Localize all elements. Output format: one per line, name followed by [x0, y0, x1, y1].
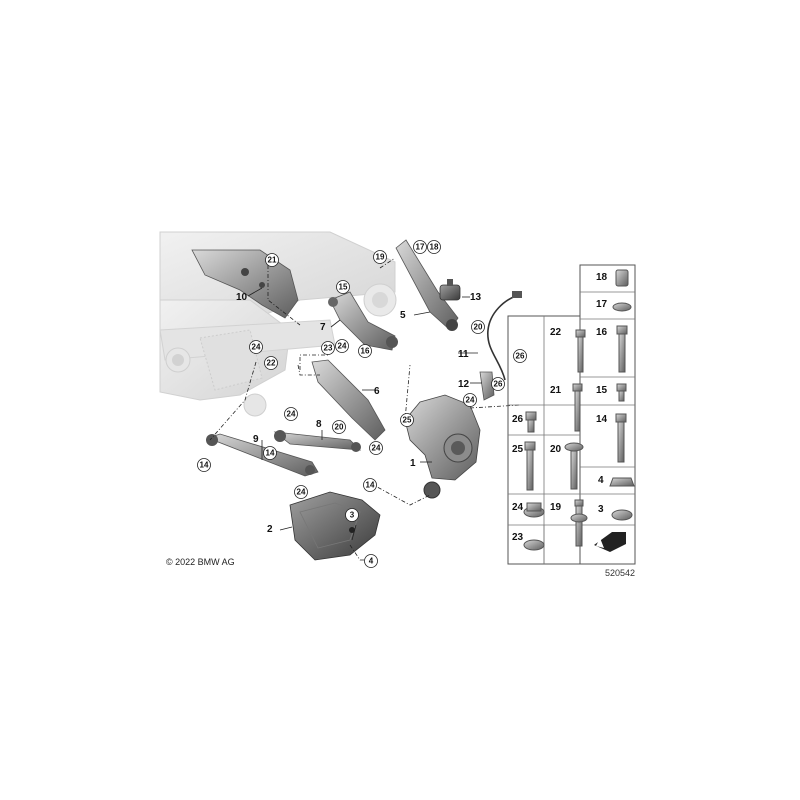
grid-label-25: 25: [512, 444, 524, 455]
callout-20: 20: [471, 320, 485, 334]
arm-part-16: [328, 291, 398, 351]
bracket-part-12: [479, 371, 495, 401]
copyright-text: © 2022 BMW AG: [166, 557, 235, 567]
svg-text:26: 26: [516, 352, 525, 361]
svg-text:24: 24: [466, 396, 475, 405]
callout-23: 23: [321, 341, 335, 355]
svg-text:24: 24: [297, 488, 306, 497]
callout-10: 10: [236, 292, 248, 303]
grid-label-20: 20: [550, 444, 562, 455]
callout-24: 24: [284, 407, 298, 421]
svg-text:19: 19: [376, 253, 385, 262]
callout-24: 24: [463, 393, 477, 407]
arm-part-6: [311, 359, 386, 441]
callout-17: 17: [413, 240, 427, 254]
callout-14: 14: [363, 478, 377, 492]
grid-label-15: 15: [596, 385, 608, 396]
callout-1: 1: [410, 458, 416, 469]
callout-24: 24: [294, 485, 308, 499]
svg-text:22: 22: [267, 359, 276, 368]
svg-text:24: 24: [372, 444, 381, 453]
callout-26: 26: [513, 349, 527, 363]
callout-9: 9: [253, 434, 259, 445]
svg-text:16: 16: [361, 347, 370, 356]
grid-label-14: 14: [596, 414, 608, 425]
svg-text:3: 3: [350, 511, 355, 520]
diagram-number: 520542: [605, 568, 635, 578]
svg-text:15: 15: [339, 283, 348, 292]
callout-11: 11: [458, 349, 469, 360]
svg-text:14: 14: [200, 461, 209, 470]
svg-text:14: 14: [266, 449, 275, 458]
svg-text:26: 26: [494, 380, 503, 389]
svg-text:17: 17: [416, 243, 425, 252]
callout-7: 7: [320, 322, 326, 333]
callout-20: 20: [332, 420, 346, 434]
svg-text:20: 20: [335, 423, 344, 432]
callout-21: 21: [265, 253, 279, 267]
callout-22: 22: [264, 356, 278, 370]
parts-grid: [507, 264, 636, 565]
callout-15: 15: [336, 280, 350, 294]
arm-part-8: [273, 430, 362, 452]
grid-label-16: 16: [596, 327, 608, 338]
svg-text:24: 24: [252, 343, 261, 352]
grid-label-4: 4: [598, 475, 604, 486]
grid-label-3: 3: [598, 504, 604, 515]
callout-14: 14: [197, 458, 211, 472]
wheel-carrier-part-1: [404, 394, 481, 499]
svg-text:23: 23: [324, 344, 333, 353]
callout-25: 25: [400, 413, 414, 427]
callout-13: 13: [470, 292, 482, 303]
shield-part-2: [289, 491, 381, 561]
grid-label-23: 23: [512, 532, 524, 543]
callout-16: 16: [358, 344, 372, 358]
callout-24: 24: [249, 340, 263, 354]
callout-18: 18: [427, 240, 441, 254]
svg-text:18: 18: [430, 243, 439, 252]
callout-24: 24: [369, 441, 383, 455]
grid-label-22: 22: [550, 327, 562, 338]
callout-6: 6: [374, 386, 380, 397]
callout-4: 4: [364, 554, 378, 568]
svg-text:24: 24: [338, 342, 347, 351]
svg-text:4: 4: [369, 557, 374, 566]
callout-8: 8: [316, 419, 322, 430]
grid-label-17: 17: [596, 299, 608, 310]
callout-5: 5: [400, 310, 406, 321]
cable-part-11: [487, 291, 522, 381]
grid-label-19: 19: [550, 502, 562, 513]
arm-part-9: [206, 433, 319, 477]
callouts: 1 2 5 6 7 8 9 10 11 12 13 3 4 14 14 14 1…: [197, 240, 527, 568]
svg-text:20: 20: [474, 323, 483, 332]
grid-label-24: 24: [512, 502, 524, 513]
callout-26: 26: [491, 377, 505, 391]
svg-text:21: 21: [268, 256, 277, 265]
sensor-part-13: [439, 279, 461, 301]
svg-text:24: 24: [287, 410, 296, 419]
svg-text:14: 14: [366, 481, 375, 490]
callout-12: 12: [458, 379, 470, 390]
grid-label-26: 26: [512, 414, 524, 425]
callout-19: 19: [373, 250, 387, 264]
callout-2: 2: [267, 524, 273, 535]
callout-24: 24: [335, 339, 349, 353]
grid-label-18: 18: [596, 272, 608, 283]
svg-text:25: 25: [403, 416, 412, 425]
callout-3: 3: [345, 508, 359, 522]
callout-14: 14: [263, 446, 277, 460]
grid-label-21: 21: [550, 385, 562, 396]
grid-labels: 18 17 22 16 21 15 26 14 25 20 4 24 19 3 …: [512, 272, 608, 543]
